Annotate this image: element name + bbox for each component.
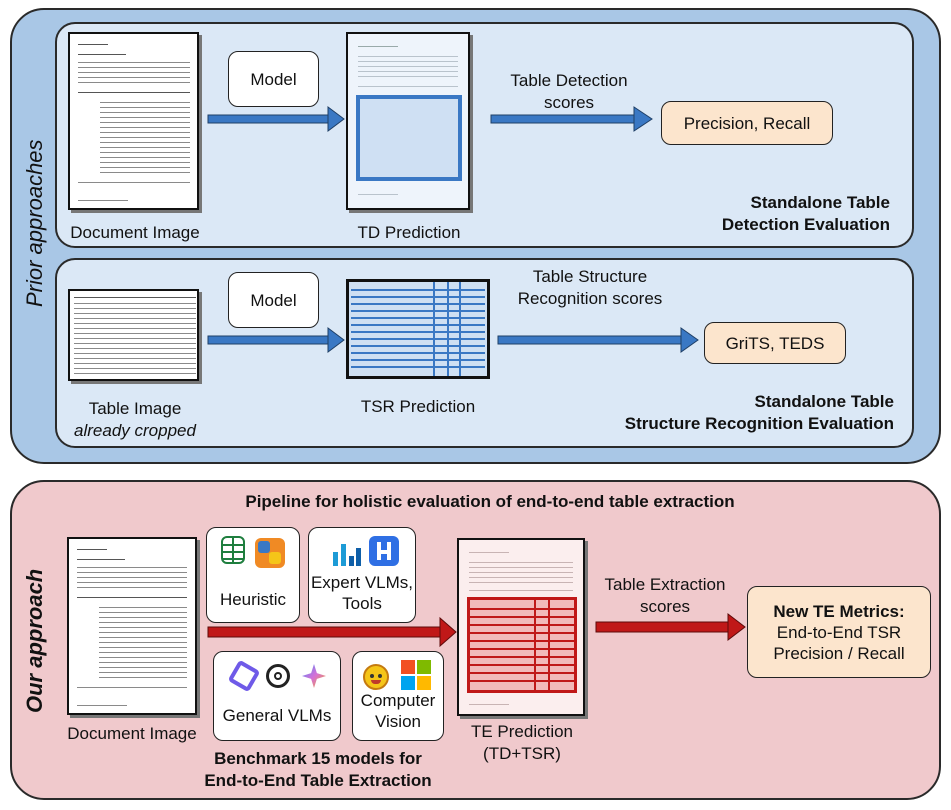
expert-vlms-box: Expert VLMs, Tools (308, 527, 416, 623)
our-approach-label: Our approach (22, 568, 47, 713)
te-metrics-line-2: Precision / Recall (773, 643, 905, 663)
te-prediction-thumbnail (457, 538, 585, 716)
td-model-box: Model (228, 51, 319, 107)
tsr-scores-label-2: Recognition scores (517, 289, 663, 308)
td-model-label: Model (250, 69, 297, 89)
te-prediction-label-2: (TD+TSR) (483, 744, 561, 763)
prior-approaches-label: Prior approaches (22, 139, 47, 307)
tsr-panel-title-2: Structure Recognition Evaluation (624, 414, 894, 433)
tsr-prediction-thumbnail (346, 279, 490, 379)
te-scores-label-1: Table Extraction (604, 575, 726, 594)
general-vlms-label: General VLMs (222, 706, 332, 725)
document-image-thumbnail (68, 32, 199, 210)
gemini-logo-icon (302, 664, 326, 688)
tsr-prediction-label: TSR Prediction (360, 397, 476, 416)
detected-table-box (356, 95, 462, 181)
td-prediction-thumbnail (346, 32, 470, 210)
expert-vlms-label-1: Expert VLMs, (310, 573, 414, 592)
table-image-label-1: Table Image (88, 399, 182, 418)
qwen-logo-icon (227, 659, 261, 693)
te-metrics-line-1: End-to-End TSR (776, 622, 902, 642)
computer-vision-label-2: Vision (375, 712, 421, 731)
te-metrics-title: New TE Metrics: (773, 601, 905, 621)
pipeline-header: Pipeline for holistic evaluation of end-… (245, 492, 735, 511)
our-document-image-thumbnail (67, 537, 197, 715)
te-metrics-box: New TE Metrics: End-to-End TSR Precision… (747, 586, 931, 678)
heuristic-label: Heuristic (219, 590, 287, 609)
te-prediction-label-1: TE Prediction (470, 722, 574, 741)
td-scores-label-2: scores (543, 93, 595, 112)
benchmark-label-2: End-to-End Table Extraction (204, 771, 432, 790)
tsr-result-box: GriTS, TEDS (704, 322, 846, 364)
extracted-table-box (467, 597, 577, 693)
general-vlms-box: General VLMs (213, 651, 341, 741)
bar-logo-icon (333, 540, 361, 566)
te-scores-label-2: scores (639, 597, 691, 616)
document-image-label: Document Image (70, 223, 200, 242)
table-image-label-2: already cropped (74, 421, 196, 440)
python-pdf-icon (255, 538, 285, 568)
our-document-image-label: Document Image (67, 724, 197, 743)
mineru-logo-icon (369, 536, 399, 566)
tsr-panel-title-1: Standalone Table (754, 392, 895, 411)
tsr-model-box: Model (228, 272, 319, 328)
tsr-result-label: GriTS, TEDS (725, 333, 825, 353)
heuristic-box: Heuristic (206, 527, 300, 623)
computer-vision-box: Computer Vision (352, 651, 444, 741)
tsr-scores-label-1: Table Structure (532, 267, 648, 286)
td-panel-title-2: Detection Evaluation (721, 215, 890, 234)
spreadsheet-icon (221, 536, 245, 564)
microsoft-logo-icon (401, 660, 431, 690)
table-image-thumbnail (68, 289, 199, 381)
tsr-model-label: Model (250, 290, 297, 310)
benchmark-label-1: Benchmark 15 models for (214, 749, 422, 768)
openai-logo-icon (266, 664, 290, 688)
computer-vision-label-1: Computer (360, 691, 436, 710)
td-panel-title-1: Standalone Table (750, 193, 891, 212)
huggingface-icon (363, 664, 389, 690)
td-scores-label-1: Table Detection (510, 71, 628, 90)
td-result-box: Precision, Recall (661, 101, 833, 145)
expert-vlms-label-2: Tools (342, 594, 382, 613)
td-result-label: Precision, Recall (683, 113, 811, 133)
td-prediction-label: TD Prediction (357, 223, 461, 242)
